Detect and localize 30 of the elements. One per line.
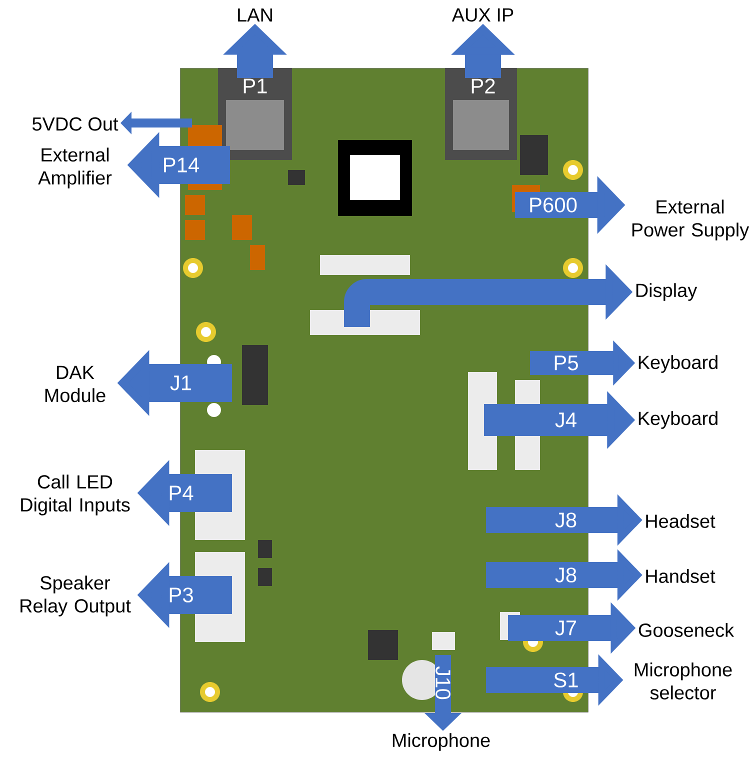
edge-label: J10 <box>436 666 450 700</box>
callout-text: Display <box>636 283 698 301</box>
callout-text: External Amplifier <box>38 148 112 188</box>
edge-label: P14 <box>164 158 200 172</box>
callout-text: Keyboard <box>638 411 718 429</box>
edge-label: J7 <box>555 620 576 636</box>
edge-label: P4 <box>170 486 194 500</box>
edge-label: J8 <box>555 568 576 582</box>
callout-text: AUX IP <box>452 8 514 22</box>
edge-label: S1 <box>554 672 578 688</box>
callout-text: Microphone selector <box>634 662 732 700</box>
callout-text: Gooseneck <box>638 623 734 637</box>
edge-label: J8 <box>555 512 576 528</box>
callout-text: Call LED Digital Inputs <box>21 474 130 516</box>
callout-text: LAN <box>238 8 272 22</box>
callout-text: Keyboard <box>638 355 718 373</box>
callout-text: External Power Supply <box>632 200 750 240</box>
callout-text: Microphone <box>392 733 490 751</box>
edge-label: J1 <box>170 376 192 390</box>
edge-label: J4 <box>555 412 576 428</box>
callout-text: Speaker Relay Output <box>20 576 131 616</box>
callout-text: Headset <box>646 514 716 528</box>
edge-label: P5 <box>554 356 578 370</box>
callout-text: DAK Module <box>45 366 106 402</box>
edge-label: P3 <box>170 588 193 602</box>
edge-label: P1 <box>244 78 267 94</box>
edge-label: P600 <box>530 198 577 212</box>
edge-label: P2 <box>472 78 495 94</box>
callout-text: Handset <box>646 569 716 583</box>
callout-text: 5VDC Out <box>32 117 118 131</box>
